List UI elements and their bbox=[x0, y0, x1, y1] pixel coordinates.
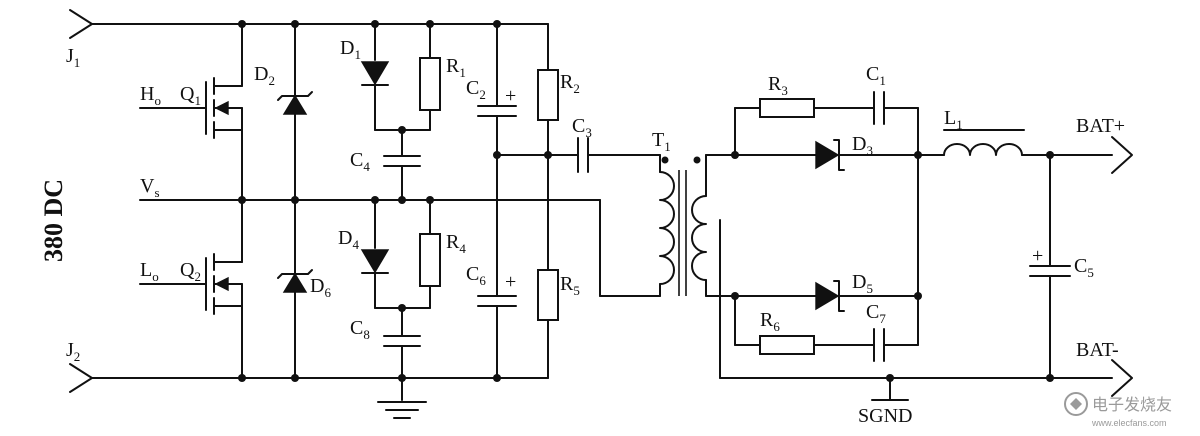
label-c4: C4 bbox=[350, 149, 370, 174]
capacitor-c6 bbox=[477, 267, 517, 379]
diode-d2 bbox=[277, 23, 313, 201]
snubber-r6-c7 bbox=[734, 295, 919, 362]
label-supply-voltage: 380 DC bbox=[39, 179, 68, 262]
label-c1: C1 bbox=[866, 63, 886, 88]
snubber-lower bbox=[360, 199, 441, 401]
ground-symbol bbox=[377, 401, 427, 419]
label-d3: D3 bbox=[852, 133, 873, 158]
label-j1: J1 bbox=[66, 45, 80, 70]
label-c2-plus: + bbox=[505, 85, 516, 107]
bat-neg-arrow bbox=[1111, 359, 1133, 397]
label-r4: R4 bbox=[446, 231, 466, 256]
label-bat-pos: BAT+ bbox=[1076, 115, 1125, 137]
watermark-url: www.elecfans.com bbox=[1091, 418, 1167, 428]
resistor-r2 bbox=[537, 23, 559, 271]
snubber-r3-c1 bbox=[734, 91, 919, 346]
label-c6: C6 bbox=[466, 263, 486, 288]
label-d6: D6 bbox=[310, 275, 331, 300]
label-c7: C7 bbox=[866, 301, 886, 326]
capacitor-c5 bbox=[1029, 154, 1071, 379]
snubber-upper bbox=[360, 23, 441, 201]
label-c6-plus: + bbox=[505, 271, 516, 293]
label-r5: R5 bbox=[560, 273, 580, 298]
label-c2: C2 bbox=[466, 77, 486, 102]
label-q1: Q1 bbox=[180, 83, 201, 108]
junction-dots bbox=[238, 20, 1054, 382]
label-r3: R3 bbox=[768, 73, 788, 98]
inductor-l1 bbox=[917, 129, 1113, 156]
label-d1: D1 bbox=[340, 37, 361, 62]
label-vs: Vs bbox=[140, 175, 160, 200]
label-c8: C8 bbox=[350, 317, 370, 342]
bat-pos-arrow bbox=[1111, 136, 1133, 174]
diode-d5 bbox=[734, 280, 919, 312]
capacitor-c2 bbox=[477, 23, 517, 269]
label-d2: D2 bbox=[254, 63, 275, 88]
label-r2: R2 bbox=[560, 71, 580, 96]
watermark-text: 电子发烧友 bbox=[1092, 396, 1172, 414]
diode-d6 bbox=[277, 199, 313, 379]
label-r6: R6 bbox=[760, 309, 780, 334]
label-q2: Q2 bbox=[180, 259, 201, 284]
label-r1: R1 bbox=[446, 55, 466, 80]
resistor-r5 bbox=[537, 269, 559, 379]
j2-terminal-arrow bbox=[69, 363, 93, 393]
capacitor-c3 bbox=[577, 137, 661, 173]
label-bat-neg: BAT- bbox=[1076, 339, 1119, 361]
label-ho: Ho bbox=[140, 83, 161, 108]
watermark-logo-icon bbox=[1064, 392, 1088, 416]
mosfet-q1 bbox=[139, 23, 243, 201]
transformer-t1 bbox=[659, 154, 736, 379]
label-sgnd: SGND bbox=[858, 405, 912, 427]
mosfet-q2 bbox=[139, 199, 243, 379]
label-d4: D4 bbox=[338, 227, 359, 252]
label-j2: J2 bbox=[66, 339, 80, 364]
label-d5: D5 bbox=[852, 271, 873, 296]
label-c3: C3 bbox=[572, 115, 592, 140]
label-l1: L1 bbox=[944, 107, 963, 132]
label-c5-plus: + bbox=[1032, 245, 1043, 267]
watermark: 电子发烧友 www.elecfans.com bbox=[1064, 392, 1172, 428]
label-t1: T1 bbox=[652, 129, 671, 154]
diode-d3 bbox=[734, 139, 919, 171]
j1-terminal-arrow bbox=[69, 9, 93, 39]
label-c5: C5 bbox=[1074, 255, 1094, 280]
label-lo: Lo bbox=[140, 259, 159, 284]
